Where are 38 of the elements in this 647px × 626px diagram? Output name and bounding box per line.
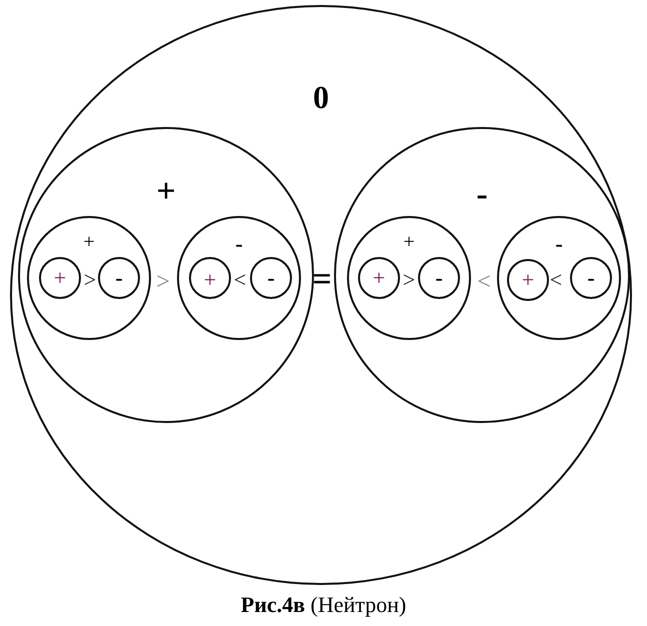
charge-circle — [507, 259, 549, 301]
charge-circle — [358, 257, 400, 299]
charge-sign: + — [403, 232, 415, 252]
comparison-sign: < — [234, 269, 246, 291]
charge-circle — [18, 127, 314, 423]
charge-circle — [347, 216, 471, 340]
charge-sign: - — [476, 178, 488, 212]
comparison-sign: < — [550, 269, 562, 291]
comparison-sign: > — [156, 270, 170, 294]
charge-sign: - — [587, 267, 595, 289]
charge-circle — [497, 216, 621, 340]
charge-sign: - — [115, 267, 123, 289]
charge-sign: - — [235, 233, 243, 255]
charge-sign: + — [156, 175, 176, 209]
charge-sign: - — [267, 267, 275, 289]
charge-circle — [570, 257, 612, 299]
comparison-sign: > — [84, 269, 96, 291]
figure-caption: Рис.4в (Нейтрон) — [240, 592, 406, 618]
charge-circle — [39, 257, 81, 299]
charge-sign: + — [83, 232, 95, 252]
charge-circle — [418, 257, 460, 299]
charge-sign: - — [435, 267, 443, 289]
charge-sign: 0 — [313, 81, 329, 113]
charge-sign: + — [54, 267, 66, 289]
charge-circle — [334, 127, 630, 423]
charge-sign: + — [522, 269, 534, 291]
charge-circle — [250, 257, 292, 299]
charge-circle — [10, 5, 632, 585]
charge-circle — [189, 257, 231, 299]
charge-sign: - — [555, 233, 563, 255]
charge-sign: + — [372, 267, 386, 289]
charge-sign: + — [204, 269, 216, 291]
charge-circle — [98, 257, 140, 299]
charge-circle — [27, 216, 151, 340]
comparison-sign: < — [477, 270, 491, 294]
equals-sign: = — [312, 263, 332, 297]
charge-circle — [177, 216, 301, 340]
comparison-sign: > — [402, 269, 416, 291]
